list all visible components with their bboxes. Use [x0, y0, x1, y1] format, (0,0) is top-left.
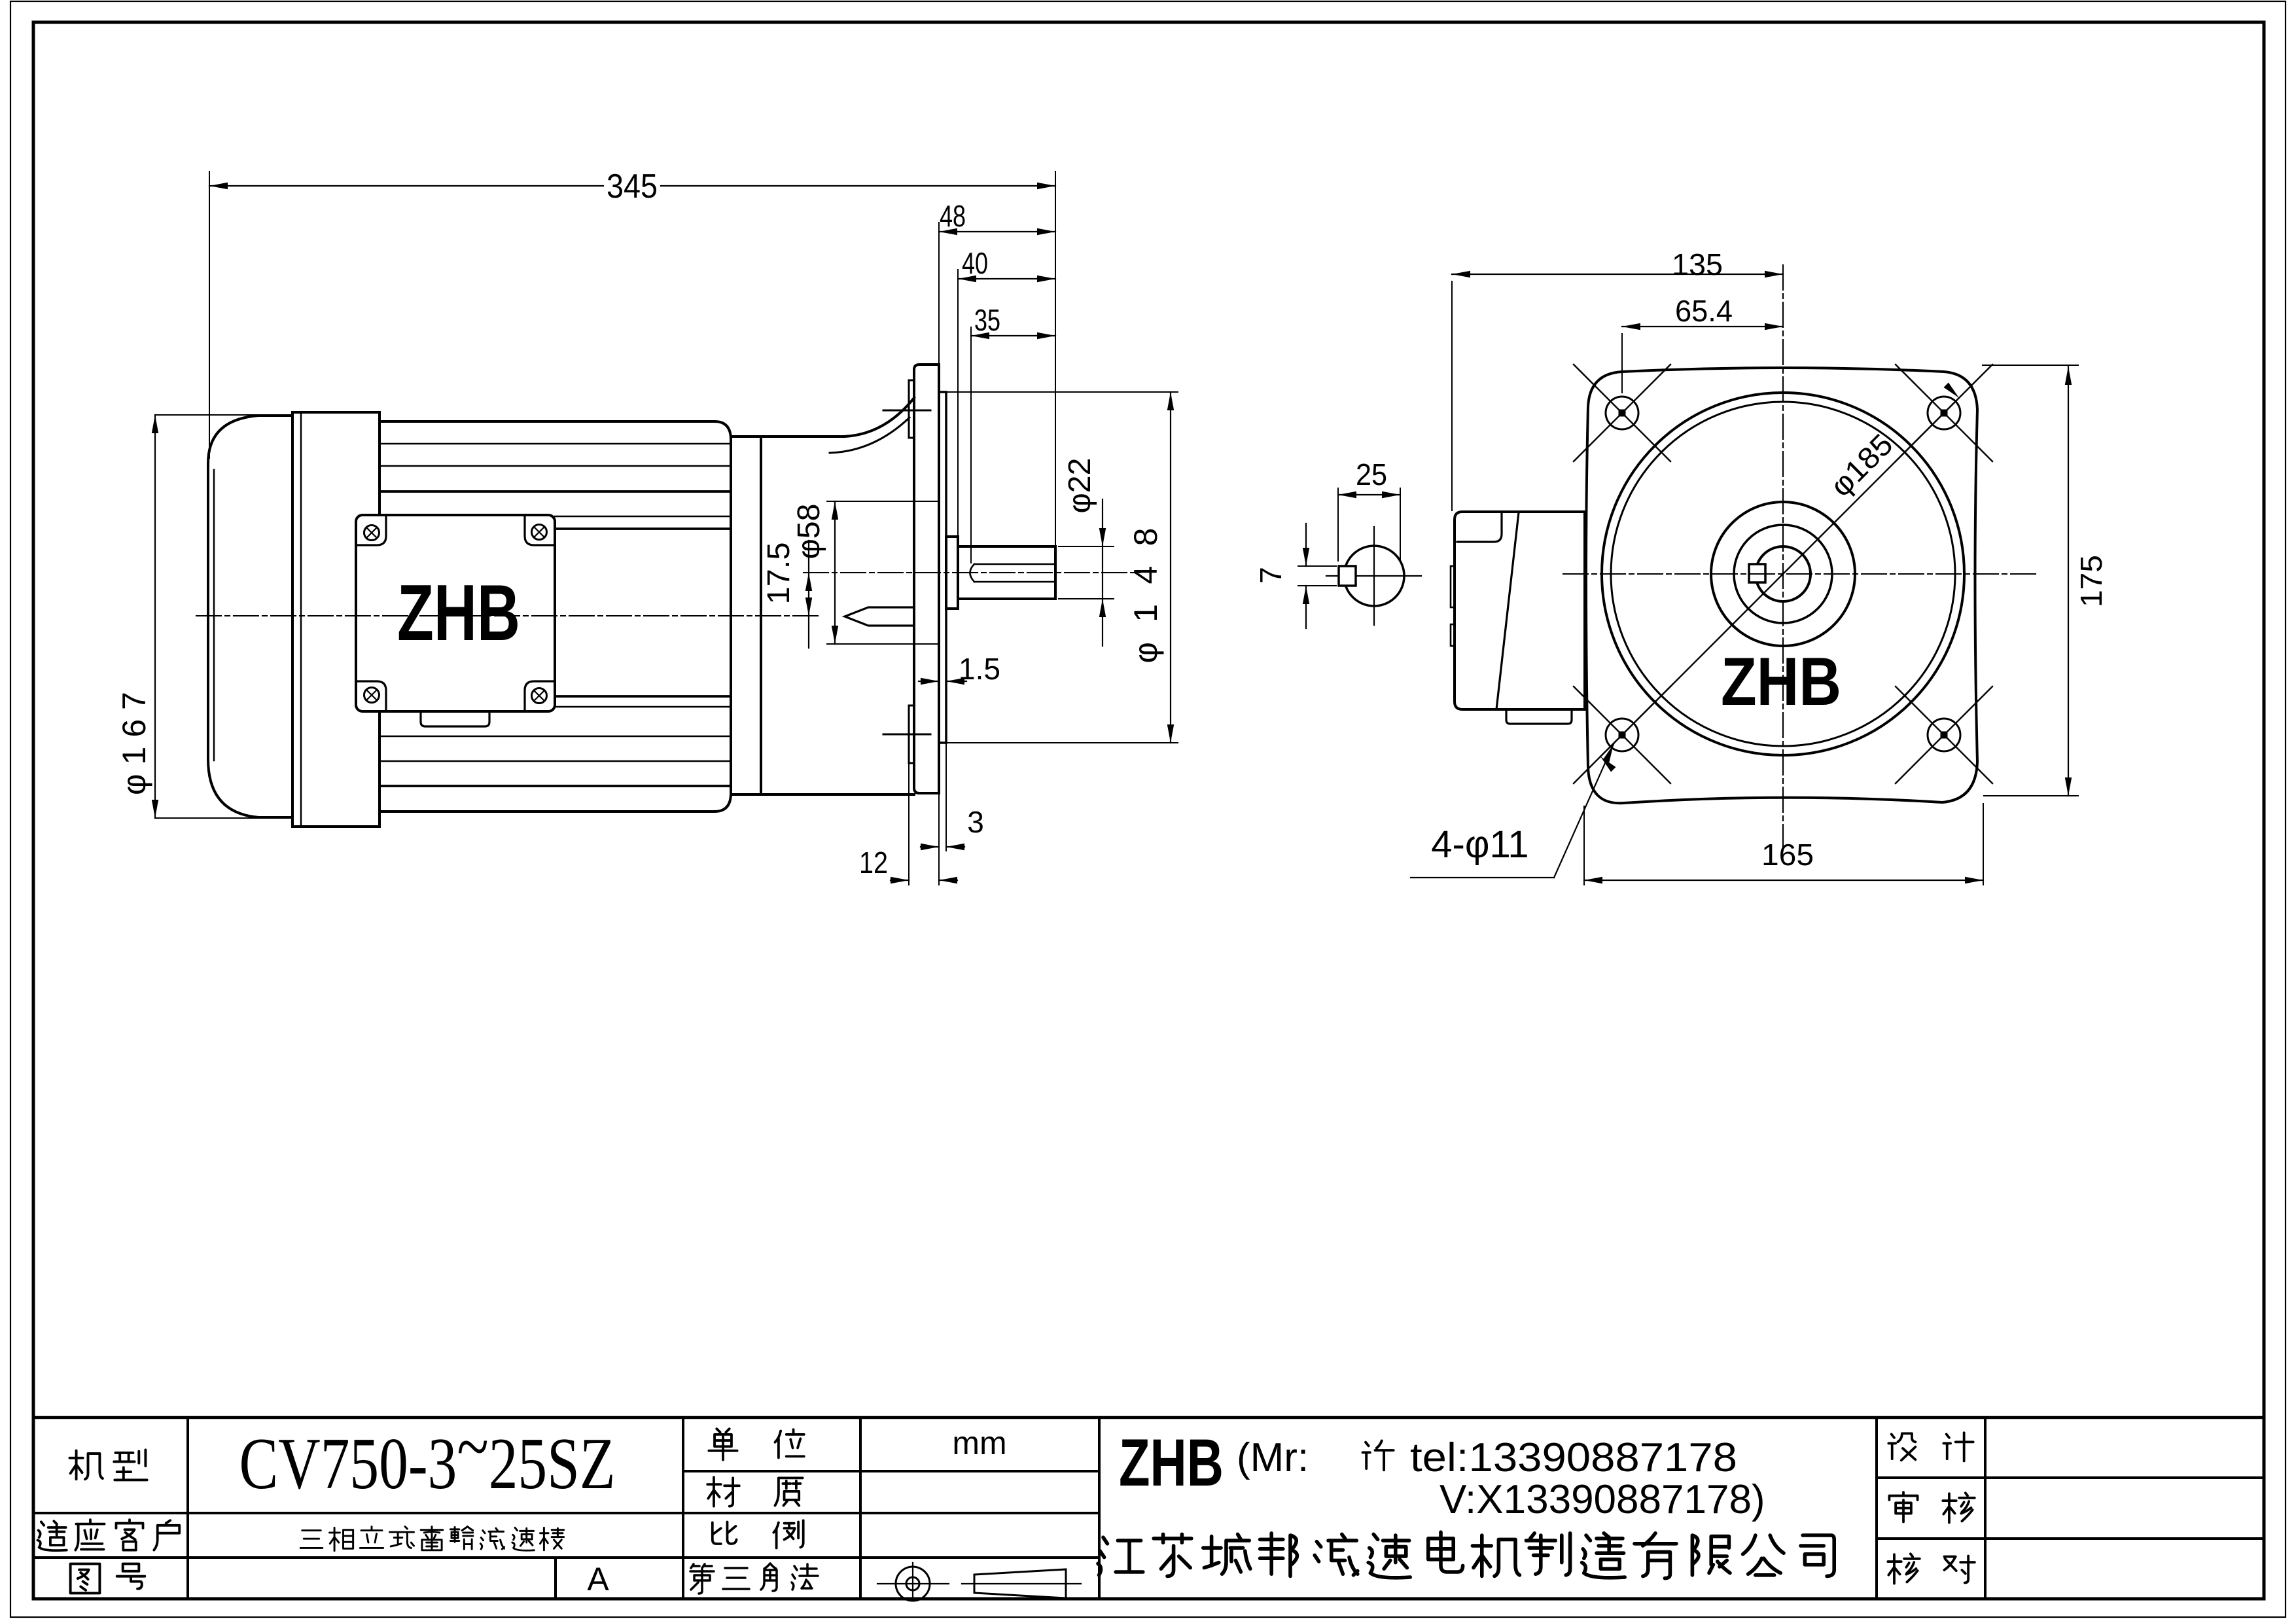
svg-text:tel:13390887178: tel:13390887178: [1410, 1435, 1737, 1480]
svg-text:135: 135: [1672, 247, 1723, 281]
svg-text:4-φ11: 4-φ11: [1431, 823, 1528, 866]
svg-text:φ58: φ58: [792, 504, 826, 560]
svg-text:1.5: 1.5: [959, 652, 1000, 686]
svg-text:ZHB: ZHB: [397, 568, 520, 657]
svg-text:25: 25: [1356, 457, 1387, 491]
svg-text:7: 7: [1254, 567, 1288, 584]
svg-text:175: 175: [2074, 555, 2108, 607]
svg-text:3: 3: [967, 805, 984, 839]
svg-text:V:X13390887178): V:X13390887178): [1439, 1477, 1765, 1522]
svg-text:ZHB: ZHB: [1721, 644, 1841, 720]
svg-text:12: 12: [859, 846, 888, 880]
svg-text:35: 35: [974, 303, 1000, 337]
svg-text:345: 345: [607, 168, 658, 205]
svg-text:φ22: φ22: [1063, 458, 1097, 514]
svg-text:A: A: [587, 1561, 609, 1597]
svg-text:40: 40: [962, 246, 988, 280]
svg-text:65.4: 65.4: [1675, 294, 1733, 328]
svg-text:165: 165: [1761, 838, 1814, 872]
svg-text:48: 48: [940, 199, 966, 233]
svg-text:(Mr:: (Mr:: [1237, 1435, 1309, 1480]
svg-text:17.5: 17.5: [762, 543, 796, 605]
svg-text:mm: mm: [952, 1425, 1006, 1461]
svg-text:ZHB: ZHB: [1119, 1425, 1224, 1500]
